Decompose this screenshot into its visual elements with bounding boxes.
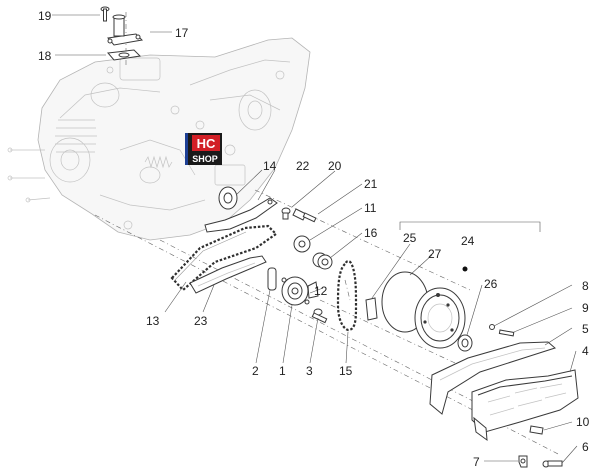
part-22-chain-guide [204,197,278,233]
callout-14: 14 [263,159,277,173]
part-3-screw [311,308,328,324]
part-16-bushing [312,252,333,270]
callout-12: 12 [314,284,328,298]
callout-4: 4 [582,344,589,358]
callout-20: 20 [328,159,342,173]
group-24-bracket [399,221,541,232]
part-25-insert [365,297,378,321]
part-8-washer [489,324,495,330]
part-26-seal [457,334,473,352]
part-6-bolt [542,460,563,468]
callout-22: 22 [296,159,310,173]
callout-16: 16 [364,226,378,240]
callout-23: 23 [194,314,208,328]
callout-5: 5 [582,322,589,336]
callout-1: 1 [279,364,286,378]
logo-red-block [192,135,220,151]
callout-11: 11 [364,201,377,215]
callout-6: 6 [582,440,589,454]
part-5-gasket [429,341,557,415]
callout-9: 9 [582,301,589,315]
part-9-screw [498,329,515,337]
callout-24: 24 [461,234,475,248]
part-7-elbow-fitting [518,455,528,468]
part-14-sprocket [218,186,238,210]
callout-labels: 19 17 18 14 22 20 21 11 16 25 24 27 26 1… [38,9,590,469]
callout-10: 10 [576,415,590,429]
logo-line1: HC [197,136,216,151]
callout-3: 3 [306,364,313,378]
callout-7: 7 [473,455,480,469]
leader-lines [52,14,578,464]
part-13-timing-chain [170,224,278,292]
part-17-tensioner-cap [107,14,144,46]
callout-21: 21 [364,177,378,191]
part-4-oil-sump [471,369,579,442]
callout-26: 26 [484,277,498,291]
callout-17: 17 [175,26,189,40]
part-1-oil-pump [281,276,319,306]
part-11-washer [293,235,311,253]
part-24-cover-disc [414,266,468,349]
part-10-drain-plug [529,425,544,435]
callout-25: 25 [403,231,417,245]
hc-shop-logo: HC SHOP [185,133,222,165]
part-15-pump-chain [336,260,358,332]
part-18-gasket [107,49,142,61]
part-19-screw [100,6,110,22]
logo-blue-stripe [185,133,188,165]
part-2-dowel-pin [267,267,277,291]
callout-27: 27 [428,247,442,261]
callout-13: 13 [146,314,160,328]
callout-8: 8 [582,279,589,293]
part-20-bolt [281,207,291,220]
part-23-chain-guide [189,255,267,294]
logo-line2: SHOP [192,154,218,164]
callout-19: 19 [38,9,52,23]
callout-2: 2 [252,364,259,378]
callout-15: 15 [339,364,353,378]
callout-18: 18 [38,49,52,63]
part-21-bolt [292,208,317,223]
